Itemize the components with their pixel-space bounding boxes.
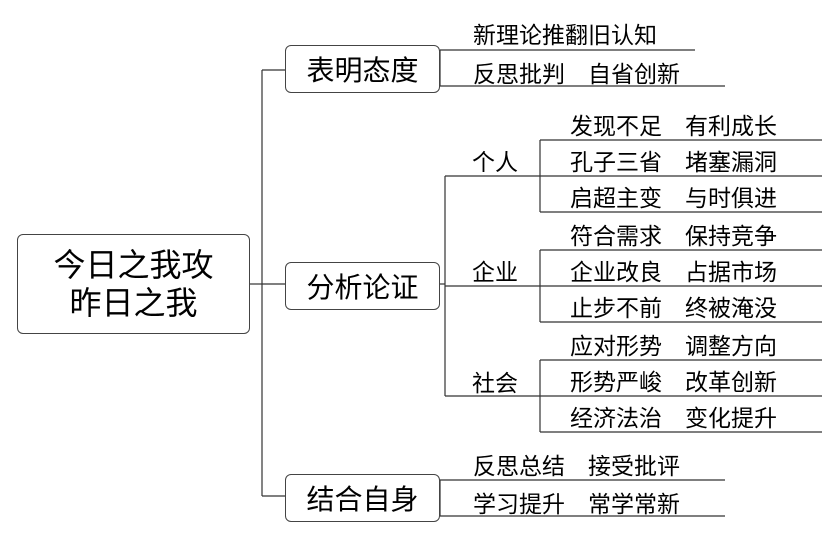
root-line-1: 今日之我攻 [53,246,214,284]
attitude-leaf-2: 反思批判 自省创新 [473,62,680,88]
branch-analysis-label: 分析论证 [306,271,419,304]
root-line-2: 昨日之我 [69,284,198,322]
self-bracket [439,479,725,517]
society-leaf-1: 应对形势 调整方向 [570,334,777,360]
society-bracket [539,359,822,433]
enterprise-bracket [539,249,822,323]
self-leaf-1: 反思总结 接受批评 [473,454,680,480]
group-society-label: 社会 [472,371,518,397]
personal-leaf-2: 孔子三省 堵塞漏洞 [570,150,777,176]
branch-self[interactable]: 结合自身 [285,474,440,522]
group-enterprise-label: 企业 [472,260,518,286]
personal-leaf-3: 启超主变 与时俱进 [570,186,777,212]
personal-bracket [539,139,822,213]
enterprise-leaf-2: 企业改良 占据市场 [570,260,777,286]
society-leaf-2: 形势严峻 改革创新 [570,370,777,396]
branch-attitude-label: 表明态度 [306,54,419,87]
branch-analysis[interactable]: 分析论证 [285,262,440,310]
enterprise-leaf-1: 符合需求 保持竞争 [570,224,777,250]
branch-attitude[interactable]: 表明态度 [285,45,440,93]
society-leaf-3: 经济法治 变化提升 [570,406,777,432]
group-personal-label: 个人 [472,150,518,176]
branch-self-label: 结合自身 [306,483,419,516]
attitude-bracket [439,49,725,87]
self-leaf-2: 学习提升 常学常新 [473,492,680,518]
root-node[interactable]: 今日之我攻 昨日之我 [17,234,250,334]
enterprise-leaf-3: 止步不前 终被淹没 [570,296,777,322]
personal-leaf-1: 发现不足 有利成长 [570,114,777,140]
attitude-leaf-1: 新理论推翻旧认知 [473,23,657,49]
